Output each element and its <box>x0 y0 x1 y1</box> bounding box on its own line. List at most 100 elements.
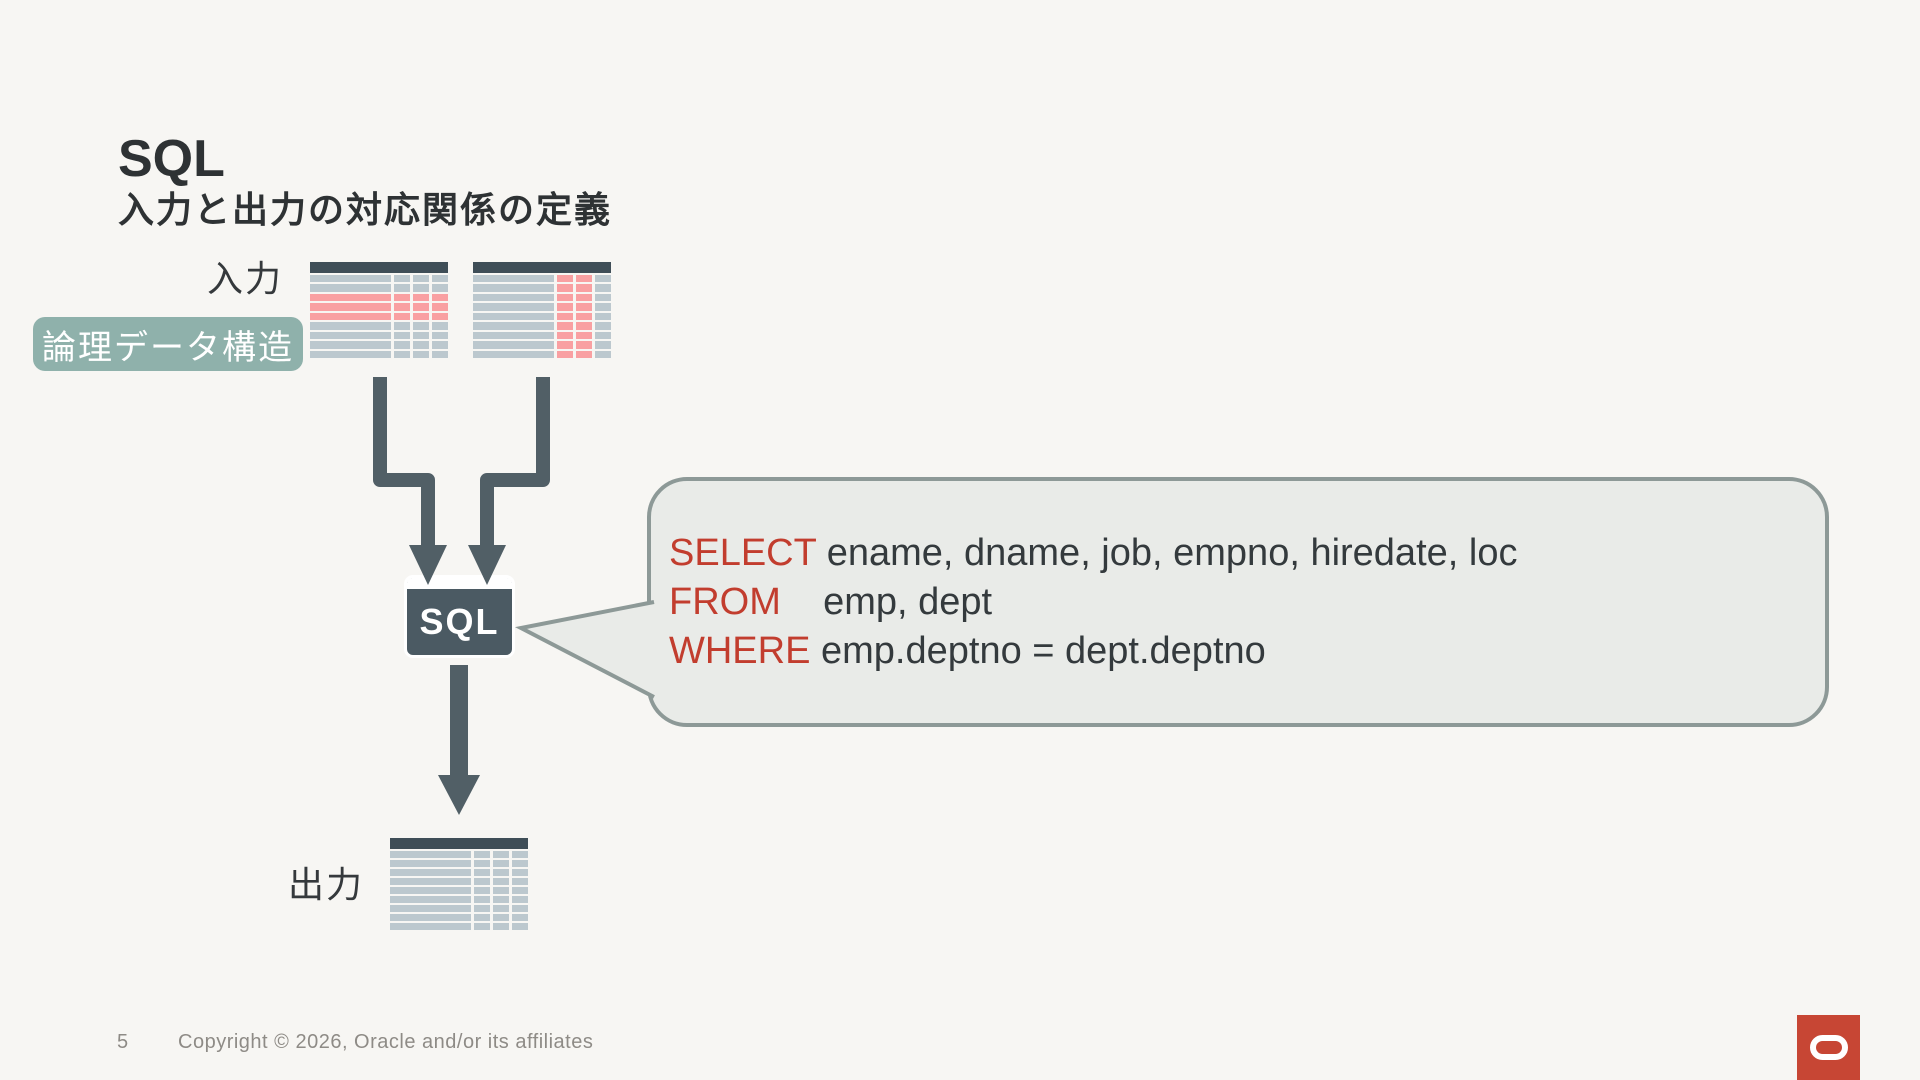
table-cell <box>413 293 429 302</box>
table-cell <box>557 293 573 302</box>
input-table-emp-illustration <box>310 262 448 358</box>
sql-line-select: SELECT ename, dname, job, empno, hiredat… <box>669 529 1825 578</box>
table-row <box>310 275 448 283</box>
table-cell <box>595 322 611 330</box>
table-cell <box>576 303 592 311</box>
sql-args: ename, dname, job, empno, hiredate, loc <box>816 531 1518 574</box>
table-cell <box>390 869 471 876</box>
table-cell <box>310 350 391 358</box>
table-cell <box>493 914 509 921</box>
table-cell <box>413 322 429 330</box>
table-cell <box>390 878 471 885</box>
table-cell <box>390 914 471 921</box>
table-cell <box>413 331 429 340</box>
table-cell <box>310 303 391 311</box>
page-title: SQL <box>118 129 225 188</box>
table-cell <box>557 331 573 340</box>
table-row <box>310 284 448 292</box>
table-cell <box>473 341 554 349</box>
table-cell <box>595 312 611 321</box>
table-cell <box>413 350 429 358</box>
table-cell <box>493 851 509 858</box>
arrowhead-output <box>438 775 480 815</box>
table-cell <box>473 312 554 321</box>
table-cell <box>413 275 429 283</box>
table-cell <box>310 284 391 292</box>
table-cell <box>310 312 391 321</box>
input-label: 入力 <box>207 258 284 299</box>
table-cell <box>473 350 554 358</box>
table-row <box>473 331 611 340</box>
table-cell <box>595 275 611 283</box>
table-row <box>390 905 528 912</box>
table-cell <box>493 869 509 876</box>
table-row <box>390 896 528 903</box>
table-cell <box>432 275 448 283</box>
table-cell <box>394 275 410 283</box>
table-cell <box>473 284 554 292</box>
table-cell <box>390 923 471 930</box>
sql-line-where: WHERE emp.deptno = dept.deptno <box>669 627 1825 676</box>
table-cell <box>432 293 448 302</box>
table-cell <box>474 923 490 930</box>
logical-data-structure-badge: 論理データ構造 <box>33 317 303 371</box>
table-cell <box>557 341 573 349</box>
table-cell <box>512 869 528 876</box>
input-table-dept-illustration <box>473 262 611 358</box>
table-cell <box>512 878 528 885</box>
table-cell <box>473 293 554 302</box>
table-cell <box>432 322 448 330</box>
table-row <box>390 923 528 930</box>
oracle-logo <box>1797 1015 1860 1080</box>
table-cell <box>413 303 429 311</box>
table-row <box>473 293 611 302</box>
table-cell <box>473 331 554 340</box>
table-row <box>310 312 448 321</box>
table-cell <box>473 322 554 330</box>
table-cell <box>474 878 490 885</box>
arrow-right-input <box>480 377 550 548</box>
table-row <box>473 322 611 330</box>
table-cell <box>595 303 611 311</box>
table-cell <box>432 312 448 321</box>
table-cell <box>394 293 410 302</box>
table-cell <box>512 914 528 921</box>
table-cell <box>576 284 592 292</box>
table-cell <box>474 905 490 912</box>
table-row <box>310 350 448 358</box>
sql-box-top-strip <box>407 578 512 589</box>
table-cell <box>595 331 611 340</box>
table-cell <box>390 887 471 894</box>
table-cell <box>474 887 490 894</box>
sql-args: emp.deptno = dept.deptno <box>810 629 1266 672</box>
sql-box: SQL <box>404 575 515 658</box>
table-cell <box>394 331 410 340</box>
table-cell <box>512 905 528 912</box>
table-cell <box>512 860 528 867</box>
table-row <box>473 350 611 358</box>
table-cell <box>310 275 391 283</box>
table-row <box>310 293 448 302</box>
table-cell <box>413 341 429 349</box>
sql-box-label: SQL <box>419 601 500 642</box>
table-cell <box>493 905 509 912</box>
page-subtitle: 入力と出力の対応関係の定義 <box>118 188 613 230</box>
table-cell <box>394 322 410 330</box>
table-cell <box>512 887 528 894</box>
table-row <box>310 322 448 330</box>
table-row <box>390 869 528 876</box>
table-cell <box>595 341 611 349</box>
table-cell <box>473 275 554 283</box>
table-cell <box>390 896 471 903</box>
table-cell <box>390 905 471 912</box>
table-cell <box>432 284 448 292</box>
table-cell <box>576 341 592 349</box>
table-row <box>310 341 448 349</box>
table-cell <box>310 293 391 302</box>
table-row <box>310 331 448 340</box>
table-cell <box>474 914 490 921</box>
output-label: 出力 <box>288 864 365 905</box>
table-cell <box>576 322 592 330</box>
table-row <box>390 887 528 894</box>
table-row <box>310 303 448 311</box>
